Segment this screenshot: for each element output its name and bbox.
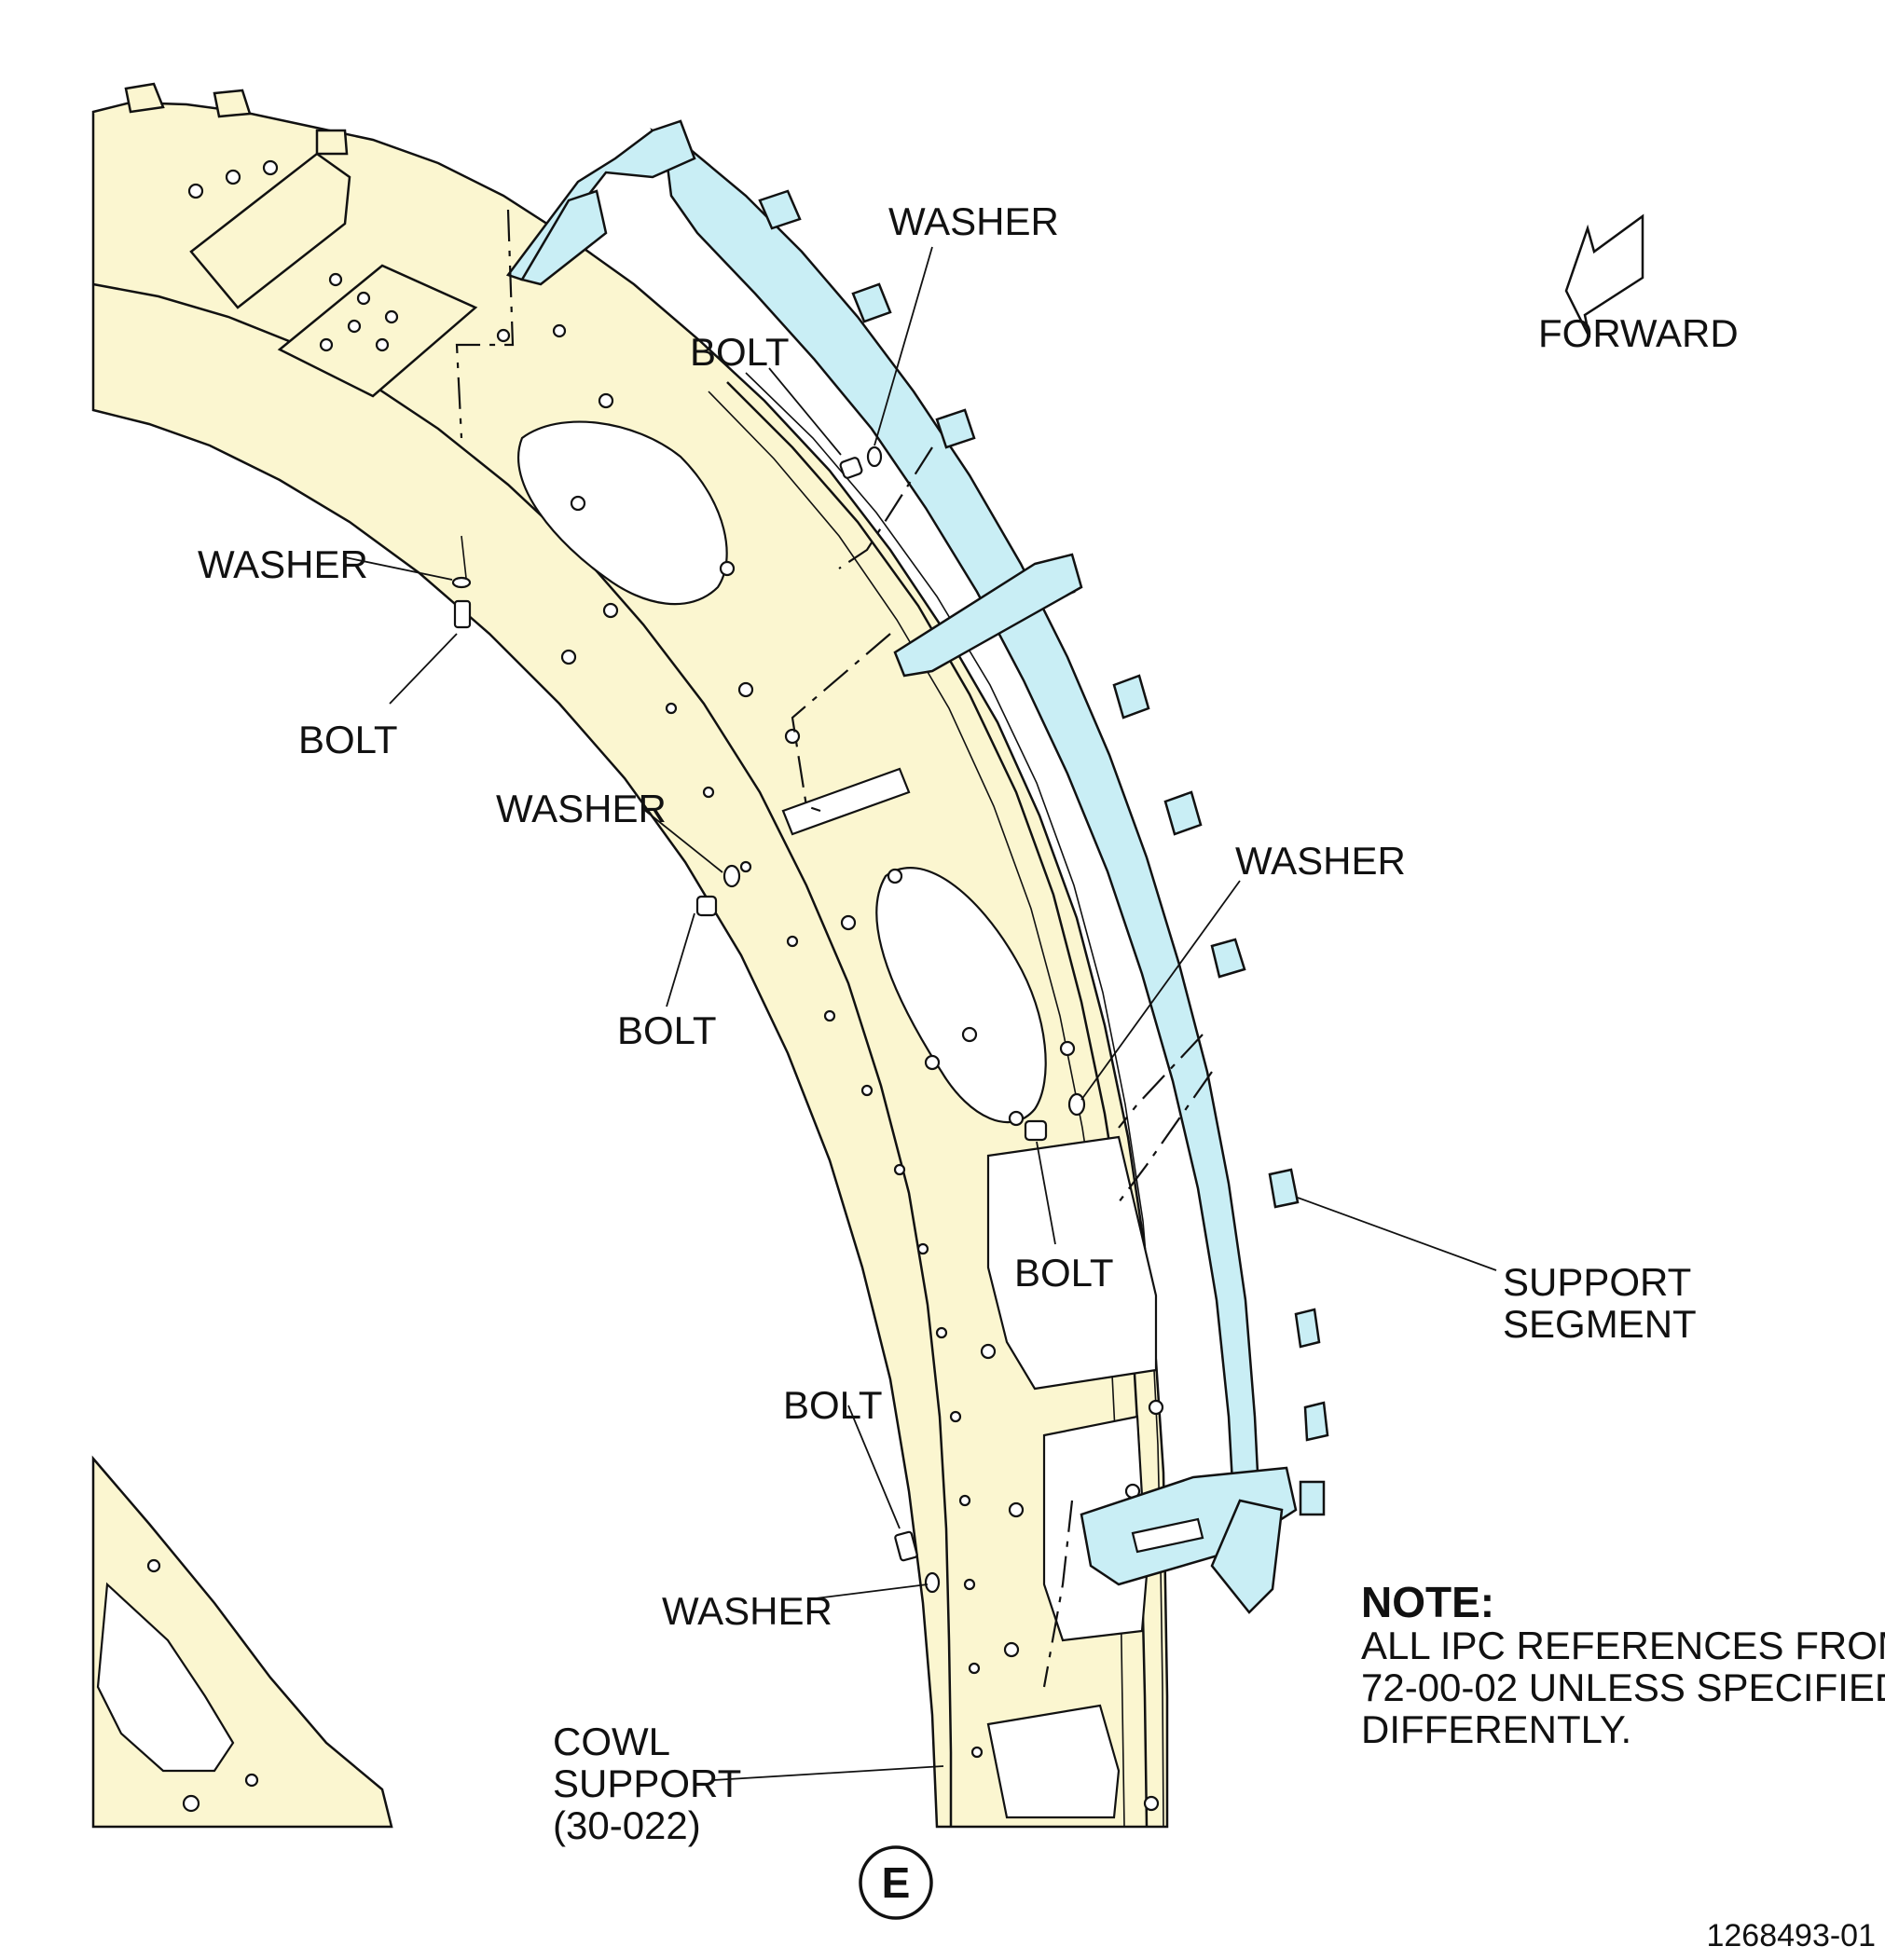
washer-label-right: WASHER	[1235, 839, 1406, 883]
cowl-support-label-3: (30-022)	[553, 1803, 701, 1847]
washer-label-bottom: WASHER	[662, 1589, 832, 1633]
bolt-label-right: BOLT	[1014, 1251, 1114, 1295]
support-segment	[505, 119, 1329, 1614]
note-heading: NOTE:	[1361, 1578, 1494, 1626]
view-letter: E	[882, 1858, 911, 1907]
figure-id: 1268493-01	[1706, 1918, 1876, 1953]
view-e-circle: E	[859, 1845, 933, 1920]
callout-labels: WASHER BOLT WASHER BOLT WASHER BOLT WASH…	[198, 199, 1697, 1847]
cowl-support-label-2: SUPPORT	[553, 1761, 741, 1805]
leader-lines	[344, 246, 1497, 1781]
bolt-label-bottom: BOLT	[783, 1383, 883, 1427]
note-line-1: ALL IPC REFERENCES FROM	[1361, 1624, 1885, 1667]
note-block: NOTE: ALL IPC REFERENCES FROM 72-00-02 U…	[1361, 1578, 1885, 1751]
bolt-label-top: BOLT	[690, 330, 790, 374]
washer-label-mid: WASHER	[496, 787, 667, 830]
support-segment-label-2: SEGMENT	[1503, 1302, 1697, 1346]
cowl-support-label-1: COWL	[553, 1720, 670, 1763]
bolt-label-left: BOLT	[298, 718, 398, 761]
support-segment-label-1: SUPPORT	[1503, 1260, 1691, 1304]
cowl-support-ring	[91, 82, 1169, 1829]
forward-arrow-icon: FORWARD	[1538, 213, 1739, 355]
hardware	[451, 445, 1086, 1594]
adjacent-ring-fragment	[91, 1455, 393, 1829]
washer-label-left: WASHER	[198, 542, 368, 586]
note-line-2: 72-00-02 UNLESS SPECIFIED	[1361, 1665, 1885, 1709]
forward-label: FORWARD	[1538, 311, 1739, 355]
note-line-3: DIFFERENTLY.	[1361, 1707, 1631, 1751]
assembly-lines	[455, 209, 1213, 1688]
bolt-label-mid: BOLT	[617, 1008, 717, 1052]
washer-label-top: WASHER	[888, 199, 1059, 243]
